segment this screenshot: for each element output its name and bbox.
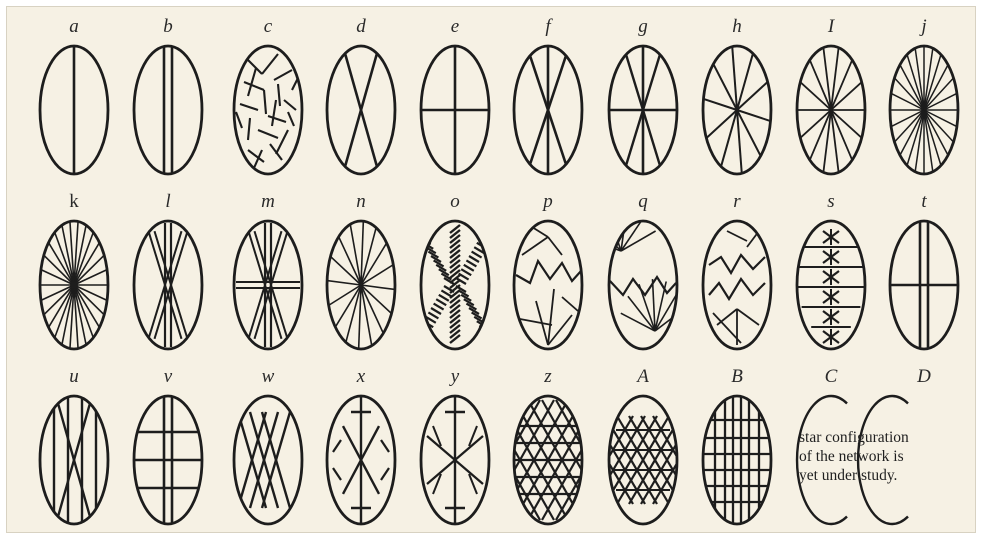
label-g: g (623, 16, 663, 38)
label-l: l (148, 191, 188, 213)
ellipse-pattern-m (234, 221, 302, 349)
label-b: b (148, 16, 188, 38)
ellipse-pattern-h (703, 46, 771, 174)
ellipse-pattern-n (327, 221, 395, 349)
ellipse-pattern-v (134, 396, 202, 524)
label-x: x (341, 366, 381, 388)
ellipse-pattern-r (703, 221, 771, 349)
label-c-capital: C (811, 366, 851, 388)
note-line-2: of the network is (799, 447, 959, 466)
label-c: c (248, 16, 288, 38)
ellipse-pattern-f (514, 46, 582, 174)
ellipse-pattern-y (421, 396, 489, 524)
ellipse-pattern-q (583, 211, 687, 349)
ellipse-pattern-b-capital (703, 396, 771, 524)
label-k: k (54, 191, 94, 213)
label-i-capital: I (811, 16, 851, 38)
label-s: s (811, 191, 851, 213)
note-text: star configuration of the network is yet… (799, 428, 959, 485)
label-q: q (623, 191, 663, 213)
label-b-capital: B (717, 366, 757, 388)
label-m: m (248, 191, 288, 213)
ellipse-pattern-t (890, 221, 958, 349)
note-line-3: yet under study. (799, 466, 959, 485)
label-f: f (528, 16, 568, 38)
ellipse-pattern-g (609, 46, 677, 174)
ellipse-pattern-c (234, 46, 302, 174)
label-w: w (248, 366, 288, 388)
label-a-capital: A (623, 366, 663, 388)
ellipse-pattern-b (134, 46, 202, 174)
note-line-1: star configuration (799, 428, 959, 447)
ellipse-pattern-z (472, 396, 624, 524)
ellipse-pattern-j (890, 46, 958, 174)
ellipse-pattern-d (327, 46, 395, 174)
ellipse-pattern-a (40, 46, 108, 174)
ellipse-pattern-a-capital (581, 396, 705, 524)
ellipse-pattern-k (40, 221, 108, 349)
label-h: h (717, 16, 757, 38)
ellipse-pattern-x (327, 396, 395, 524)
ellipse-pattern-u (40, 396, 108, 524)
label-d: d (341, 16, 381, 38)
label-p: p (528, 191, 568, 213)
label-z: z (528, 366, 568, 388)
label-a: a (54, 16, 94, 38)
ellipse-pattern-l (134, 221, 202, 349)
ellipse-pattern-i-capital (797, 46, 865, 174)
label-v: v (148, 366, 188, 388)
label-t: t (904, 191, 944, 213)
ellipse-pattern-w (234, 396, 302, 524)
label-e: e (435, 16, 475, 38)
ellipse-pattern-o (418, 221, 492, 349)
ellipse-pattern-s (797, 221, 865, 349)
label-r: r (717, 191, 757, 213)
ellipse-pattern-p (514, 221, 582, 349)
label-y: y (435, 366, 475, 388)
label-j: j (904, 16, 944, 38)
label-d-capital: D (904, 366, 944, 388)
ellipse-pattern-e (421, 46, 489, 174)
label-o: o (435, 191, 475, 213)
label-n: n (341, 191, 381, 213)
label-u: u (54, 366, 94, 388)
